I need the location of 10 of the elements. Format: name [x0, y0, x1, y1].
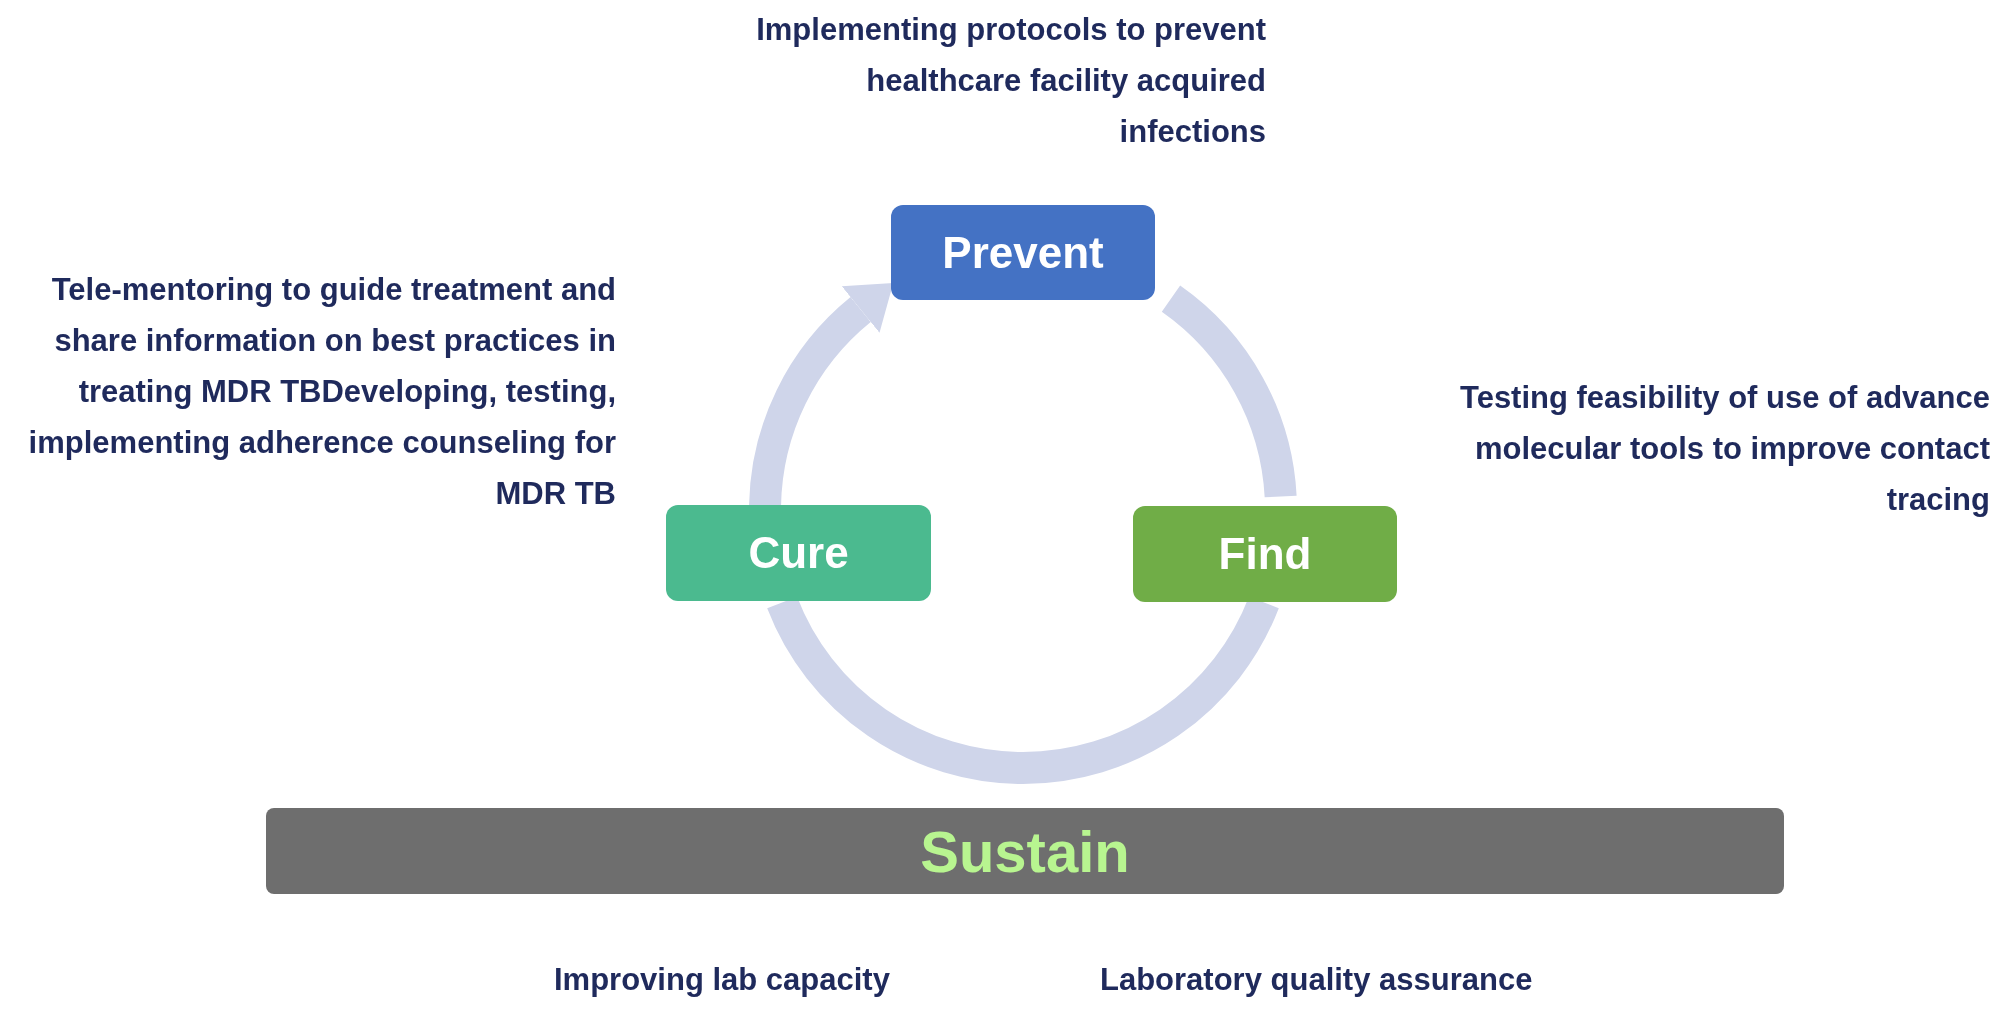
note-text: Improving lab capacity [554, 961, 890, 999]
stage-box: Prevent [891, 205, 1155, 300]
note-text: Laboratory quality assurance [1100, 961, 1533, 999]
description-text: Implementing protocols to prevent healthcare facility acquired infections [755, 11, 1266, 151]
stage-box: Find [1133, 506, 1397, 602]
description-text: Testing feasibility of use of advance molecular tools to improve contact tracing [1459, 379, 1990, 519]
curved-arrow [749, 281, 892, 507]
foundation-bar: Sustain [266, 808, 1784, 894]
stage-box: Cure [666, 505, 931, 601]
description-text: Tele-mentoring to guide treatment and share information on best practices in treating MDR TBDeveloping, testing, implementing adherence counseling for MDR TB [27, 271, 616, 513]
